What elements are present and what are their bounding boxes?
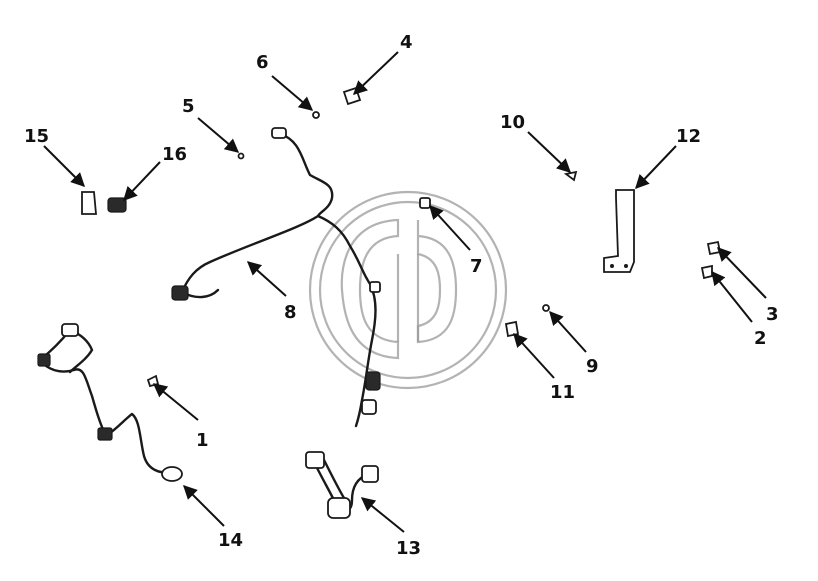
part-10-bolt [563,170,578,182]
leader-7 [429,204,471,251]
part-11-connector [504,320,520,338]
part-12-bracket [603,189,635,273]
callout-16: 16 [162,144,187,165]
leader-3 [717,246,767,299]
part-15-clamp [81,191,97,215]
small-parts [81,86,722,388]
part-7-clip [419,197,431,209]
callout-6: 6 [256,52,269,73]
leader-16 [123,161,161,202]
callout-9: 9 [586,356,599,377]
callout-4: 4 [400,32,413,53]
leader-10 [527,131,572,173]
part-8-tube-assembly [171,127,381,428]
leader-2 [711,270,753,323]
callout-13: 13 [396,538,421,559]
leader-8 [246,261,287,297]
leader-9 [549,310,587,353]
part-14-tube-assembly [37,323,183,482]
callout-15: 15 [24,126,49,147]
leader-lines [43,51,767,533]
leader-4 [352,51,399,95]
leader-5 [197,117,240,153]
callout-7: 7 [470,256,483,277]
callout-8: 8 [284,302,297,323]
part-6-washer [312,111,320,119]
callout-numbers: 1 2 3 4 5 6 7 8 9 10 11 12 13 14 15 16 [24,32,779,559]
part-13-elbow-fitting [305,451,379,519]
leader-13 [360,497,405,533]
callout-11: 11 [550,382,575,403]
part-2-nut [700,264,713,280]
callout-2: 2 [754,328,767,349]
part-9-washer [542,304,550,312]
callout-10: 10 [500,112,525,133]
callout-1: 1 [196,430,209,451]
part-1-screw [146,374,160,388]
part-5-washer [237,152,245,160]
leader-12 [635,145,677,190]
leader-1 [152,383,199,421]
callout-5: 5 [182,96,195,117]
callout-3: 3 [766,304,779,325]
part-16-fitting [107,197,127,213]
logo-watermark [308,190,508,390]
leader-14 [183,485,225,527]
leader-6 [271,75,314,111]
leader-15 [43,145,85,187]
callout-12: 12 [676,126,701,147]
callout-14: 14 [218,530,243,551]
leader-11 [513,332,555,379]
